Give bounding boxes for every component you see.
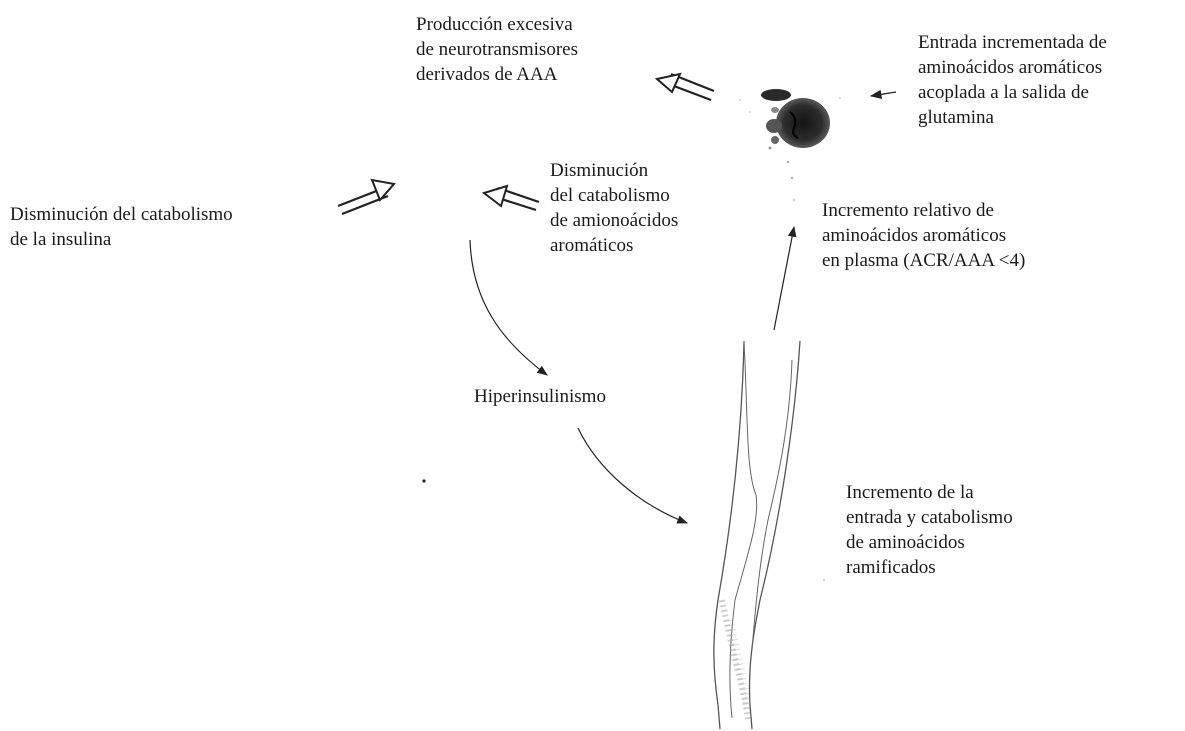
arrow-to-muscle-icon [578,428,687,523]
arrow-into-brain-icon [871,92,896,96]
arrow-muscle-to-plasma-icon [774,227,794,330]
muscle-icon [714,341,800,729]
open-arrow-to-catabolism-center-icon [484,186,539,210]
label-produccion-excesiva: Producción excesiva de neurotransmisores… [416,12,578,87]
label-incremento-entrada-catabolismo: Incremento de la entrada y catabolismo d… [846,480,1013,580]
label-disminucion-catabolismo-insulina: Disminución del catabolismo de la insuli… [10,202,233,252]
label-disminucion-catabolismo-aromaticos: Disminución del catabolismo de amionoáci… [550,158,678,258]
label-incremento-relativo: Incremento relativo de aminoácidos aromá… [822,198,1025,273]
label-hiperinsulinismo: Hiperinsulinismo [474,384,606,409]
open-arrow-to-production-icon [657,74,714,100]
label-entrada-incrementada: Entrada incrementada de aminoácidos arom… [918,30,1107,130]
arrow-to-hiperinsulinismo-icon [470,240,547,375]
open-arrow-from-insulin-icon [338,180,394,214]
brain-icon [739,89,841,201]
